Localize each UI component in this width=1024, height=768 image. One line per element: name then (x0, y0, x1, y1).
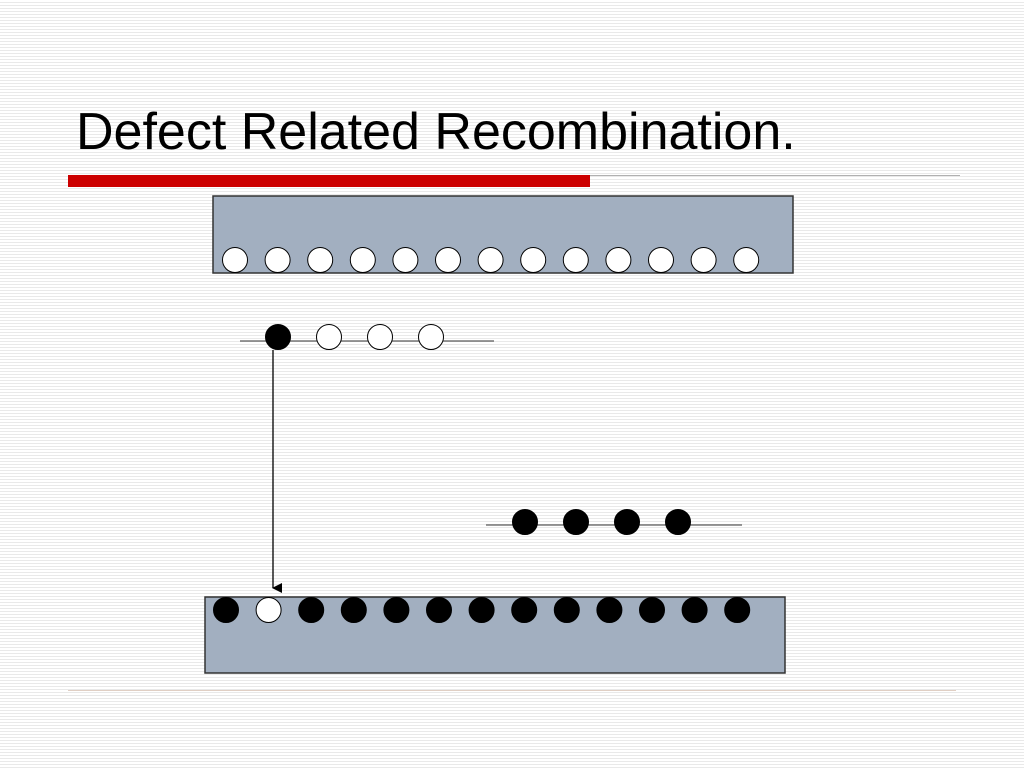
conduction-state-hole-4 (349, 247, 376, 273)
conduction-band-states (222, 247, 760, 273)
title-underline-accent (68, 175, 590, 187)
lower-trap-state-electron-4 (665, 509, 691, 535)
valence-state-electron-3 (298, 597, 325, 623)
conduction-state-hole-9 (562, 247, 589, 273)
conduction-state-hole-5 (392, 247, 419, 273)
conduction-state-hole-10 (605, 247, 632, 273)
conduction-state-hole-2 (264, 247, 291, 273)
title-underline-rule (590, 175, 960, 176)
upper-trap-state-hole-4 (418, 324, 444, 350)
conduction-state-hole-7 (477, 247, 504, 273)
footer-rule (68, 690, 956, 691)
valence-state-electron-1 (213, 597, 239, 623)
valence-state-electron-10 (596, 597, 623, 623)
valence-state-electron-5 (383, 597, 410, 623)
conduction-state-hole-3 (307, 247, 334, 273)
slide-title: Defect Related Recombination. (76, 103, 796, 161)
conduction-state-hole-6 (435, 247, 461, 273)
valence-state-electron-13 (724, 597, 751, 623)
conduction-state-hole-13 (733, 247, 760, 273)
valence-state-hole-2 (255, 597, 282, 623)
conduction-state-hole-8 (520, 247, 547, 273)
upper-trap-state-hole-2 (316, 324, 342, 350)
valence-state-electron-12 (681, 597, 708, 623)
upper-trap-state-electron-1 (265, 324, 291, 350)
lower-trap-state-electron-2 (563, 509, 589, 535)
lower-trap-state-electron-1 (512, 509, 538, 535)
valence-state-electron-11 (639, 597, 665, 623)
conduction-state-hole-1 (222, 247, 248, 273)
valence-state-electron-8 (511, 597, 538, 623)
lower-trap-states (512, 509, 691, 535)
upper-trap-state-hole-3 (367, 324, 393, 350)
conduction-state-hole-12 (690, 247, 717, 273)
valence-state-electron-7 (468, 597, 495, 623)
valence-state-electron-9 (553, 597, 580, 623)
conduction-state-hole-11 (648, 247, 674, 273)
upper-trap-states (265, 324, 444, 350)
lower-trap-state-electron-3 (614, 509, 640, 535)
valence-state-electron-4 (340, 597, 367, 623)
valence-band-states (213, 597, 751, 623)
valence-state-electron-6 (426, 597, 452, 623)
